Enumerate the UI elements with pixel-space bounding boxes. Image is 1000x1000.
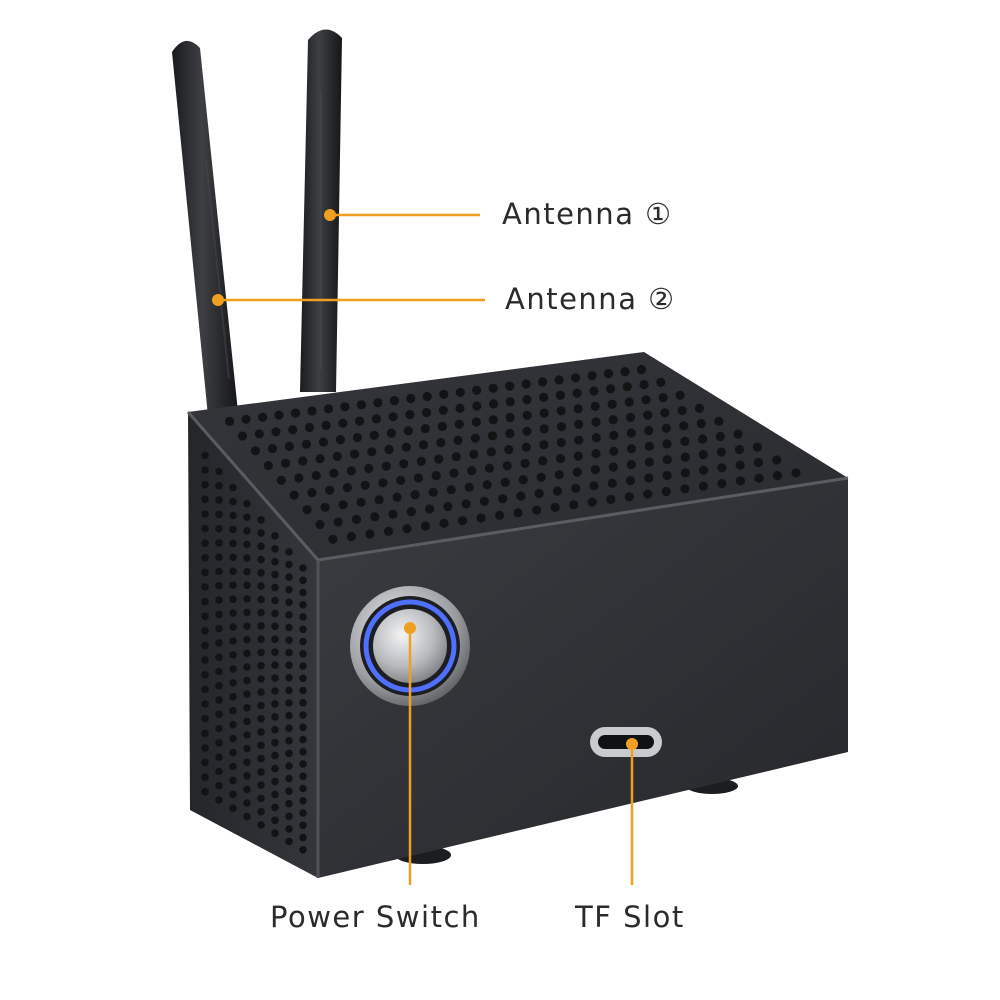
- ventilation-holes-top: [225, 364, 801, 544]
- case-top-face: [188, 352, 848, 560]
- tf-slot[interactable]: [590, 727, 662, 757]
- antenna-1: [300, 29, 342, 392]
- ventilation-holes-side: [201, 451, 307, 854]
- tf-slot-label: TF Slot: [575, 900, 685, 934]
- antenna-2-label: Antenna ②: [505, 282, 676, 316]
- callout-lines: [212, 209, 638, 885]
- antenna-1-label: Antenna ①: [502, 197, 673, 231]
- antenna-2: [172, 40, 238, 417]
- power-switch-label: Power Switch: [270, 900, 481, 934]
- case-front-face: [318, 478, 848, 878]
